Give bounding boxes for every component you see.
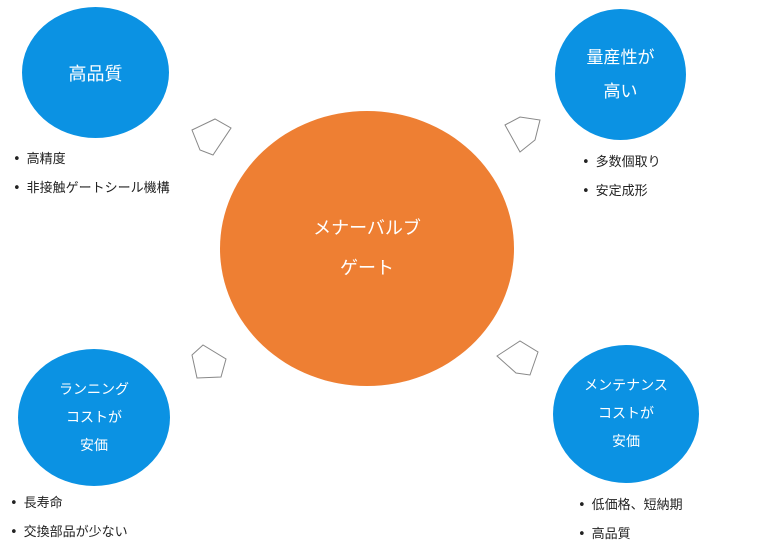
list-item: 多数個取り	[582, 153, 661, 182]
node-label: 量産性が 高い	[586, 47, 655, 102]
node-high-quality: 高品質	[22, 7, 169, 138]
list-item: 高品質	[578, 525, 683, 554]
list-item: 非接触ゲートシール機構	[13, 179, 170, 208]
list-item: 交換部品が少ない	[10, 523, 128, 552]
bullet-list-high-quality: 高精度 非接触ゲートシール機構	[13, 150, 170, 208]
bullet-list-maintenance-cost: 低価格、短納期 高品質	[578, 496, 683, 554]
node-label: ランニング コストが 安価	[59, 381, 129, 454]
connector-bottom-left	[191, 344, 227, 379]
node-running-cost: ランニング コストが 安価	[18, 349, 170, 486]
list-item: 長寿命	[10, 494, 128, 523]
connector-top-left	[191, 118, 232, 156]
connector-bottom-right	[496, 340, 539, 376]
list-item: 低価格、短納期	[578, 496, 683, 525]
list-item: 安定成形	[582, 182, 661, 211]
center-node: メナーバルブ ゲート	[220, 111, 514, 386]
connector-top-right	[504, 116, 541, 153]
center-label: メナーバルブ ゲート	[313, 217, 421, 279]
node-label: 高品質	[68, 63, 123, 85]
node-label: メンテナンス コストが 安価	[584, 378, 668, 450]
list-item: 高精度	[13, 150, 170, 179]
bullet-list-running-cost: 長寿命 交換部品が少ない	[10, 494, 128, 552]
bullet-list-high-productivity: 多数個取り 安定成形	[582, 153, 661, 211]
node-maintenance-cost: メンテナンス コストが 安価	[553, 345, 699, 483]
node-high-productivity: 量産性が 高い	[555, 9, 686, 140]
